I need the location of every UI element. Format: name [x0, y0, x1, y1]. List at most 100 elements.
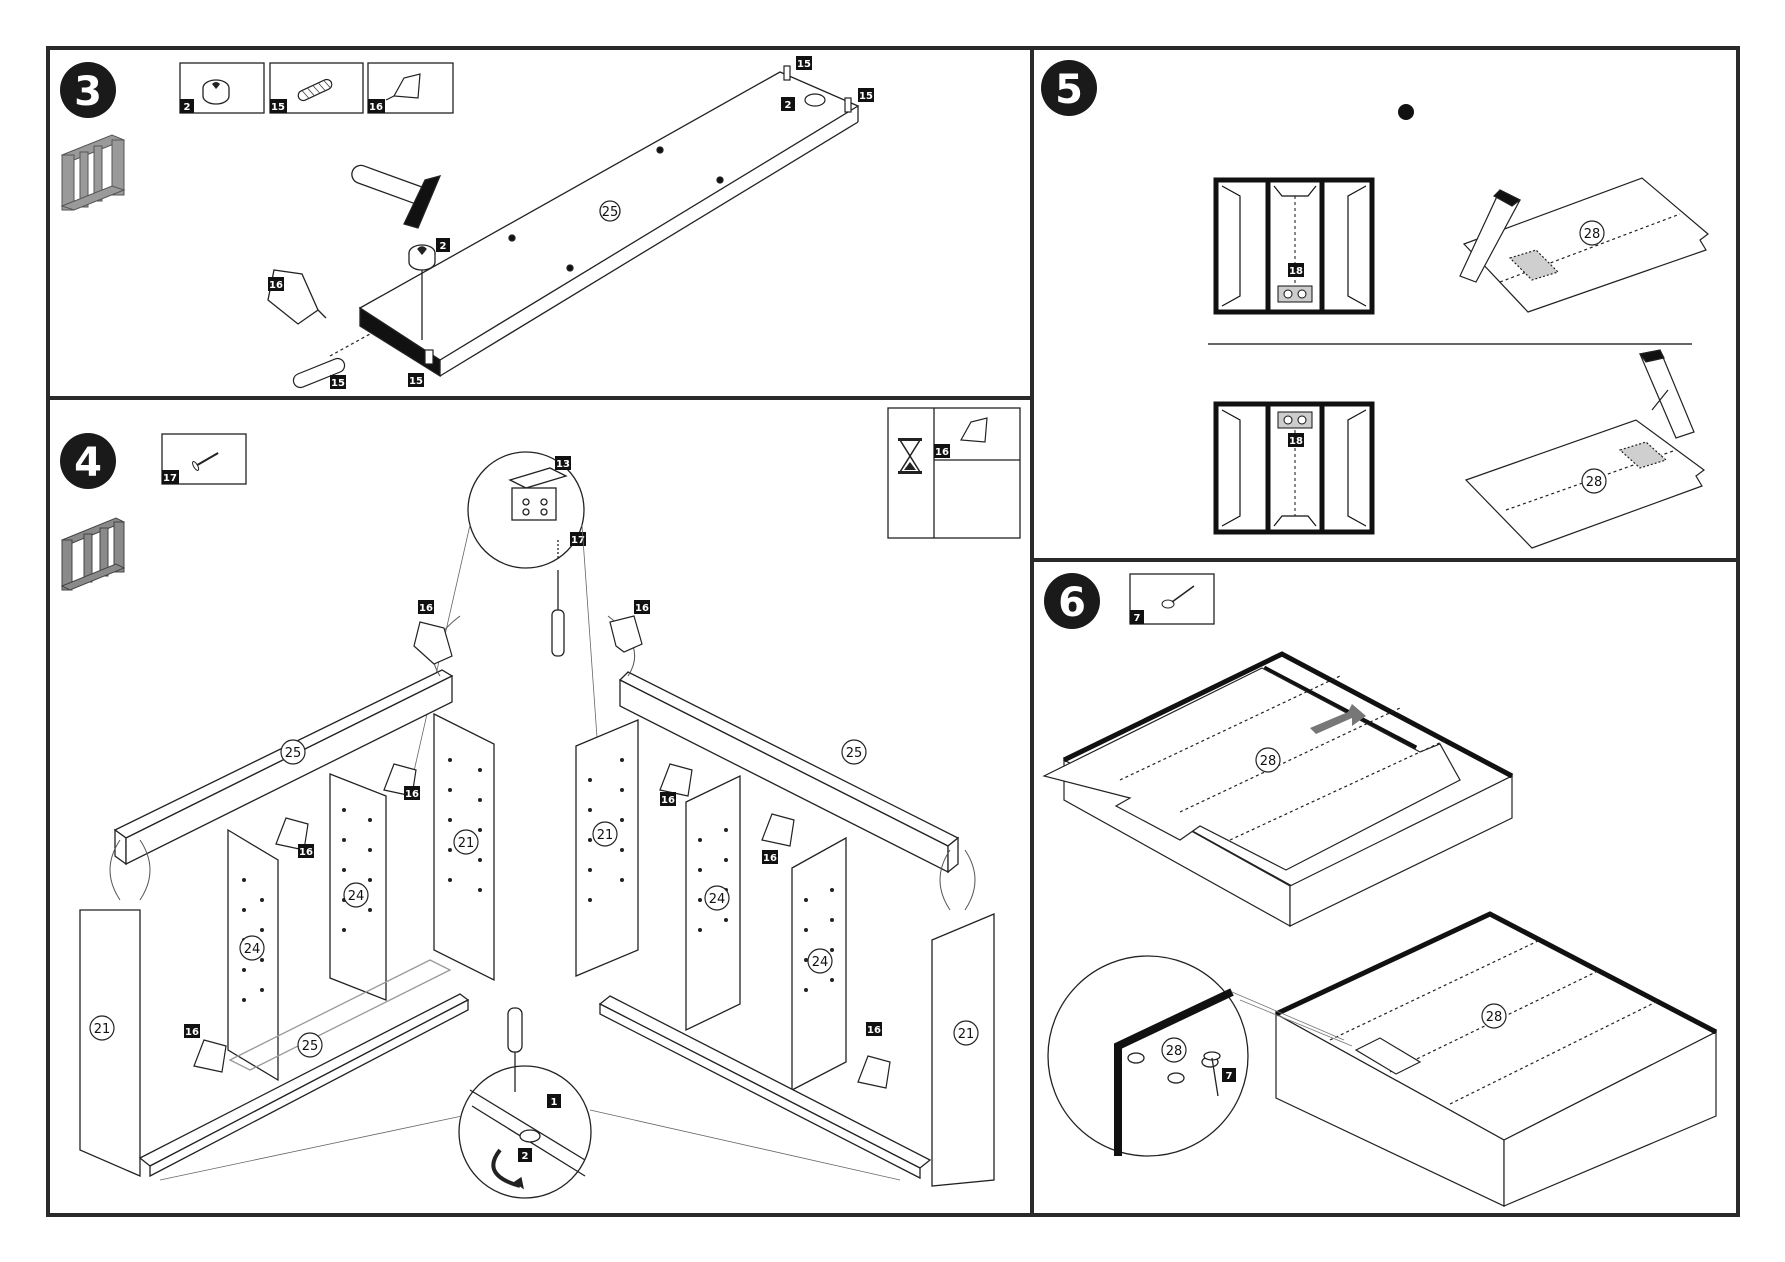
tag-glue-bl — [184, 1024, 200, 1038]
tag-glue-right — [634, 600, 650, 614]
part-callout-label: 2 — [785, 100, 792, 111]
tag-dowel-top-2 — [858, 88, 874, 102]
part-callout-label: 18 — [1289, 266, 1303, 277]
part-callout-label: 16 — [369, 102, 383, 113]
dowel-step3 — [292, 333, 434, 389]
glue-tubes-step4 — [193, 615, 891, 1089]
callout-back-top: 28 — [1584, 227, 1601, 242]
bullet-dot-icon — [1398, 104, 1414, 120]
tag-part18-bottom — [1288, 433, 1304, 447]
tag-cam-detail-1 — [547, 1094, 561, 1108]
part-callout-label: 21 — [94, 1022, 111, 1037]
part-callout-label: 24 — [244, 942, 261, 957]
step-badge-6 — [1044, 573, 1100, 629]
part-callout-label: 15 — [331, 378, 345, 389]
tag-glue-r3 — [762, 850, 778, 864]
step-3-panel: 3 2 15 — [60, 56, 874, 389]
step4-part-circles — [89, 739, 979, 1058]
cabinet-front-view-bottom — [1213, 401, 1375, 535]
callout-back-bottom: 28 — [1586, 475, 1603, 490]
part-callout-label: 16 — [405, 789, 419, 800]
part-callout-label: 15 — [271, 102, 285, 113]
hammer-icon — [351, 164, 442, 229]
callout-back-lower: 28 — [1486, 1010, 1503, 1025]
tag-bracket-13 — [555, 456, 571, 470]
tag-part18-top — [1288, 263, 1304, 277]
part-callout-label: 21 — [958, 1027, 975, 1042]
step-number-4: 4 — [74, 440, 102, 486]
dowel-top — [783, 65, 852, 113]
part-callout-label: 25 — [846, 746, 863, 761]
callout-back-main: 28 — [1260, 754, 1277, 769]
part-callout-label: 16 — [763, 853, 777, 864]
back-panel-saw-top — [1459, 177, 1709, 313]
part-callout-label: 16 — [635, 603, 649, 614]
step-badge-4 — [60, 433, 116, 489]
tag-cam-center — [436, 238, 450, 252]
part-callout-label: 16 — [867, 1025, 881, 1036]
part-callout-label: 16 — [299, 847, 313, 858]
cam-detail-magnifier — [458, 1007, 592, 1199]
carcass-top-view-with-back — [1042, 651, 1514, 928]
parts-box-dowel: 15 — [269, 62, 364, 114]
glue-tube-icon — [385, 73, 421, 101]
step-number-3: 3 — [74, 69, 102, 115]
tag-glue-l2 — [404, 786, 420, 800]
part-callout-label: 18 — [1289, 436, 1303, 447]
cam-lock-icon — [202, 79, 230, 105]
callout-panel-25: 25 — [602, 205, 619, 220]
part-callout-label: 7 — [1134, 613, 1141, 624]
part-callout-label: 17 — [163, 473, 177, 484]
sheet-frame — [46, 46, 1740, 1217]
part-callout-label: 2 — [522, 1151, 529, 1162]
callout-detail-28: 28 — [1166, 1044, 1183, 1059]
screw-icon — [192, 452, 219, 471]
part-callout-label: 15 — [859, 91, 873, 102]
part-callout-label: 16 — [269, 280, 283, 291]
right-cabinet-assembly — [575, 671, 995, 1187]
part-callout-label: 24 — [348, 889, 365, 904]
part-callout-label: 15 — [797, 59, 811, 70]
glue-drying-box: 16 — [887, 407, 1021, 539]
bracket-detail-magnifier — [467, 451, 585, 569]
cabinet-front-thumbnail-icon — [60, 517, 126, 591]
part-callout-label: 24 — [709, 892, 726, 907]
shelf-panel-25 — [358, 71, 860, 378]
parts-box-nail: 7 — [1129, 573, 1215, 625]
parts-box-glue: 16 — [367, 62, 454, 114]
part-callout-label: 1 — [551, 1097, 558, 1108]
part-callout-label: 21 — [458, 836, 475, 851]
nail-detail-magnifier — [1047, 955, 1249, 1157]
part-callout-label: 16 — [935, 447, 949, 458]
tag-cam-detail-2 — [518, 1148, 532, 1162]
glue-tube-icon — [960, 417, 988, 443]
part-callout-label: 25 — [285, 746, 302, 761]
part-callout-label: 25 — [302, 1039, 319, 1054]
left-cabinet-assembly — [79, 669, 495, 1178]
part-callout-label: 16 — [661, 795, 675, 806]
cam-lock-insert — [408, 244, 436, 340]
part-callout-label: 24 — [812, 955, 829, 970]
cabinet-thumbnail-icon — [60, 134, 126, 211]
part-callout-label: 16 — [419, 603, 433, 614]
part-callout-label: 7 — [1226, 1071, 1233, 1082]
carcass-bottom-view — [1274, 911, 1718, 1207]
part-callout-label: 16 — [185, 1027, 199, 1038]
tag-dowel-bottom-1 — [330, 375, 346, 389]
part-callout-label: 13 — [556, 459, 570, 470]
screwdriver-icon — [551, 570, 565, 657]
tag-glue-s3 — [268, 277, 284, 291]
parts-box-cam-lock: 2 — [179, 62, 265, 114]
tag-glue-left — [418, 600, 434, 614]
tag-glue-br — [866, 1022, 882, 1036]
tag-glue-r2 — [660, 792, 676, 806]
part-callout-label: 15 — [409, 376, 423, 387]
parts-box-screw: 17 — [161, 433, 247, 485]
tag-glue-l3 — [298, 844, 314, 858]
tag-detail-nail-7 — [1222, 1068, 1236, 1082]
step-number-5: 5 — [1055, 67, 1083, 113]
right-hole-dots — [588, 758, 834, 992]
part-callout-label: 21 — [597, 828, 614, 843]
hourglass-icon — [898, 438, 922, 474]
